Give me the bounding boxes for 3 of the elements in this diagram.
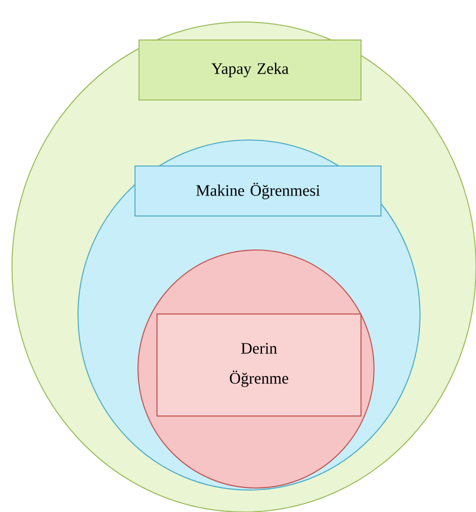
label-box: Makine Öğrenmesi xyxy=(134,166,382,216)
label-box: Yapay Zeka xyxy=(138,40,362,100)
label-box: Derin Öğrenme xyxy=(156,314,362,416)
